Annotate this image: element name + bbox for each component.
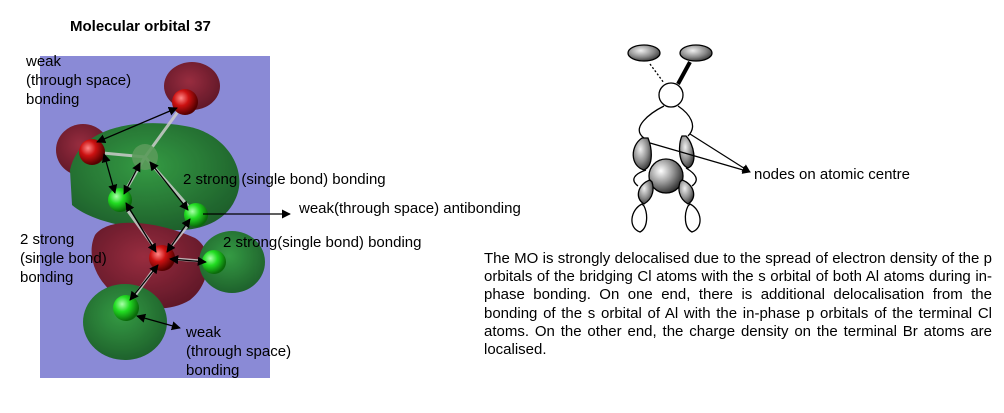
terminal-br-atom-top: [172, 89, 198, 115]
label-weak-through-space-top: weak (through space) bonding: [26, 53, 132, 108]
label-weak-antibonding: weak(through space) antibonding: [299, 200, 521, 217]
orbital-schematic-sketch: [627, 44, 713, 233]
al-atom-bottom: [149, 245, 175, 271]
bridging-cl-atom-left: [108, 188, 132, 212]
label-weak-through-space-bottom: weak (through space) bonding: [186, 324, 292, 379]
al-atom-top: [132, 144, 158, 170]
label-strong-left: 2 strong (single bond) bonding: [20, 231, 107, 286]
description-paragraph: The MO is strongly delocalised due to th…: [484, 250, 992, 359]
label-strong-single-bond-2: 2 strong(single bond) bonding: [223, 234, 422, 251]
terminal-br-atom-left: [79, 139, 105, 165]
molecular-orbital-render: [40, 56, 291, 378]
annotation-arrows: [96, 107, 291, 331]
label-nodes-on-atomic-centre: nodes on atomic centre: [754, 166, 910, 183]
terminal-cl-atom-right: [202, 250, 226, 274]
label-strong-single-bond-1: 2 strong (single bond) bonding: [183, 171, 386, 188]
terminal-cl-atom-bottom: [113, 295, 139, 321]
nodes-arrows: [649, 133, 751, 174]
figure-title: Molecular orbital 37: [70, 18, 211, 35]
